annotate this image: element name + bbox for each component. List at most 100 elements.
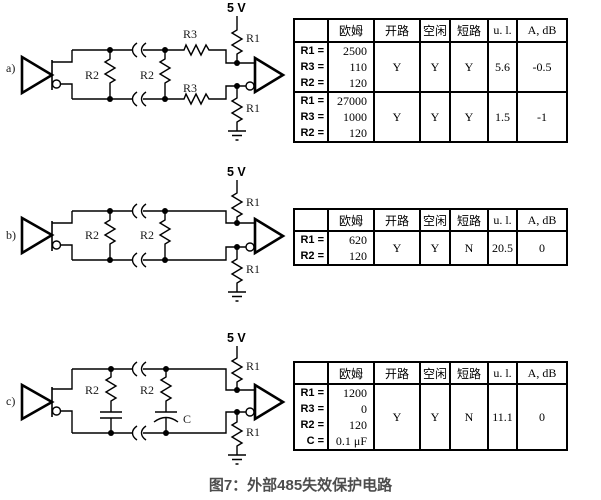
col-header-attenuation: A, dB: [516, 18, 568, 43]
bus-wires: [72, 210, 237, 261]
col-header-blank: [293, 208, 329, 232]
bus-wires: [72, 49, 237, 100]
table-row: R1 = R3 = R2 = C = 1200 0 120 0.1 μF Y Y…: [293, 383, 568, 451]
circuit-a-label: a): [6, 61, 15, 75]
cell-param-values: 620 120: [327, 230, 375, 266]
circuit-c-label: c): [6, 394, 15, 408]
termination-resistor-r2-1: R2: [85, 47, 117, 102]
col-header-idle: 空闲: [419, 361, 451, 385]
resistor-label-r2: R2: [140, 228, 154, 242]
col-header-open: 开路: [373, 361, 421, 385]
cable-break-icon: [131, 203, 147, 268]
cell-open: Y: [373, 41, 421, 93]
resistor-label-r1: R1: [246, 31, 260, 45]
table-header-row: 欧姆 开路 空闲 短路 u. l. A, dB: [293, 208, 568, 232]
termination-resistor-r2-1: R2: [85, 208, 117, 263]
table-row: R1 = R2 = 620 120 Y Y N 20.5 0: [293, 230, 568, 266]
cell-open: Y: [373, 91, 421, 143]
driver-symbol: [20, 211, 73, 260]
cell-unit-load: 1.5: [487, 91, 518, 143]
col-header-blank: [293, 18, 329, 43]
resistor-label-r1: R1: [246, 195, 260, 209]
inverting-bubble-icon: [245, 407, 255, 417]
cell-param-values: 2500 110 120: [327, 41, 375, 93]
pulldown-resistor-r1: R1: [228, 86, 260, 141]
circuit-c-schematic: c) R2 R2 C: [6, 331, 286, 465]
figure-caption: 图7：外部485失效保护电路: [208, 477, 393, 494]
resistor-label-r1: R1: [246, 425, 260, 439]
results-table-b: 欧姆 开路 空闲 短路 u. l. A, dB R1 = R2 = 620 12…: [293, 208, 568, 266]
cell-param-values: 1200 0 120 0.1 μF: [327, 383, 375, 451]
cell-param-values: 27000 1000 120: [327, 91, 375, 143]
capacitor-label-c: C: [183, 412, 191, 426]
rc-branch-1: R2: [85, 366, 122, 436]
resistor-label-r2: R2: [85, 68, 99, 82]
col-header-idle: 空闲: [419, 18, 451, 43]
cell-short: N: [449, 230, 489, 266]
receiver-symbol: [234, 382, 286, 422]
capacitor-icon: [153, 411, 179, 423]
table-header-row: 欧姆 开路 空闲 短路 u. l. A, dB: [293, 18, 568, 43]
rc-branch-2: R2 C: [140, 366, 191, 436]
col-header-blank: [293, 361, 329, 385]
cell-idle: Y: [419, 230, 451, 266]
col-header-attenuation: A, dB: [516, 208, 568, 232]
pulldown-resistor-r1: R1: [228, 247, 260, 302]
supply-label: 5 V: [227, 1, 246, 15]
resistor-label-r2: R2: [85, 383, 99, 397]
series-resistor-r3-bottom: R3: [180, 81, 216, 106]
col-header-unit-load: u. l.: [487, 361, 518, 385]
cell-unit-load: 5.6: [487, 41, 518, 93]
col-header-short: 短路: [449, 361, 489, 385]
capacitor-icon: [100, 411, 122, 419]
inverting-bubble-icon: [245, 81, 255, 91]
col-header-idle: 空闲: [419, 208, 451, 232]
table-header-row: 欧姆 开路 空闲 短路 u. l. A, dB: [293, 361, 568, 385]
col-header-ohms: 欧姆: [327, 361, 375, 385]
col-header-attenuation: A, dB: [516, 361, 568, 385]
supply-label: 5 V: [227, 165, 246, 179]
driver-symbol: [20, 50, 73, 99]
col-header-open: 开路: [373, 208, 421, 232]
cable-break-icon: [131, 42, 147, 107]
cell-short: Y: [449, 41, 489, 93]
cell-unit-load: 20.5: [487, 230, 518, 266]
cell-param-names: R1 = R3 = R2 =: [293, 91, 329, 143]
cell-param-names: R1 = R2 =: [293, 230, 329, 266]
cell-open: Y: [373, 383, 421, 451]
supply-label: 5 V: [227, 331, 246, 345]
pullup-resistor-r1: 5 V R1: [227, 331, 260, 390]
cell-short: Y: [449, 91, 489, 143]
cell-short: N: [449, 383, 489, 451]
resistor-label-r2: R2: [85, 228, 99, 242]
resistor-label-r1: R1: [246, 101, 260, 115]
receiver-symbol: [234, 55, 286, 95]
results-table-c: 欧姆 开路 空闲 短路 u. l. A, dB R1 = R3 = R2 = C…: [293, 361, 568, 451]
pullup-resistor-r1: 5 V R1: [227, 165, 260, 223]
inverting-bubble-icon: [51, 406, 62, 416]
resistor-label-r1: R1: [246, 262, 260, 276]
termination-resistor-r2-2: R2: [140, 208, 172, 263]
driver-symbol: [20, 369, 73, 433]
col-header-unit-load: u. l.: [487, 208, 518, 232]
cell-idle: Y: [419, 41, 451, 93]
cell-attenuation: 0: [516, 383, 568, 451]
cable-break-icon: [131, 361, 147, 441]
cell-idle: Y: [419, 383, 451, 451]
table-row: R1 = R3 = R2 = 2500 110 120 Y Y Y 5.6 -0…: [293, 41, 568, 93]
series-resistor-r3-top: R3: [180, 27, 216, 57]
termination-resistor-r2-2: R2: [140, 47, 172, 102]
table-row: R1 = R3 = R2 = 27000 1000 120 Y Y Y 1.5 …: [293, 91, 568, 143]
col-header-ohms: 欧姆: [327, 18, 375, 43]
col-header-ohms: 欧姆: [327, 208, 375, 232]
resistor-label-r2: R2: [140, 383, 154, 397]
cell-open: Y: [373, 230, 421, 266]
pullup-resistor-r1: 5 V R1: [227, 1, 260, 63]
cell-unit-load: 11.1: [487, 383, 518, 451]
cell-param-names: R1 = R3 = R2 = C =: [293, 383, 329, 451]
resistor-label-r3: R3: [183, 27, 197, 41]
circuit-b-schematic: b) R2 R2 5 V R1: [6, 165, 286, 302]
circuit-b-label: b): [6, 228, 16, 242]
results-table-a: 欧姆 开路 空闲 短路 u. l. A, dB R1 = R3 = R2 = 2…: [293, 18, 568, 143]
